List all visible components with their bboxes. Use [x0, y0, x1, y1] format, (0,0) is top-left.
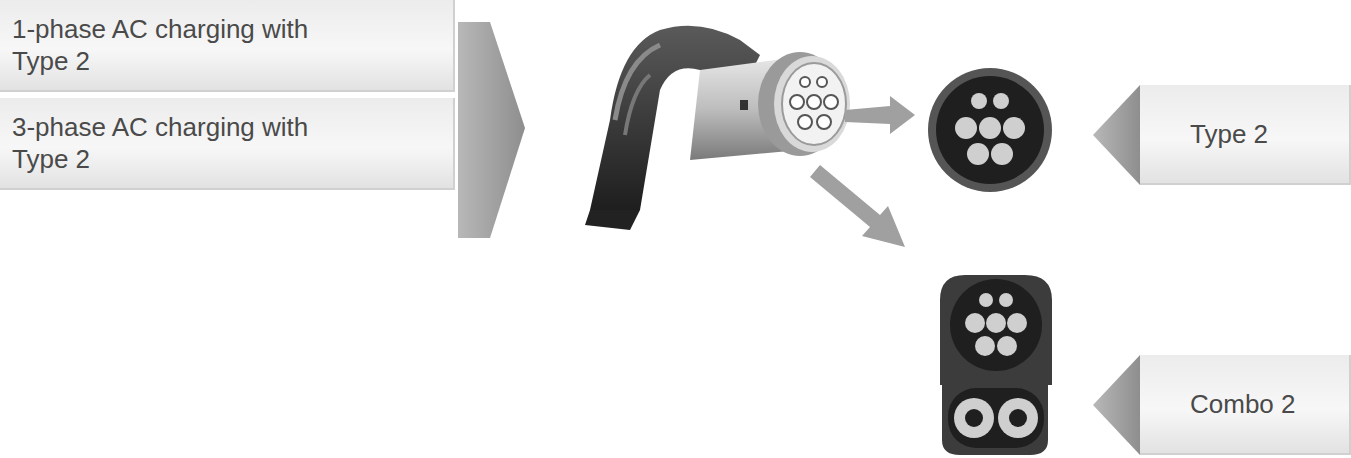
pointer-triangle — [1093, 85, 1140, 185]
label-box: 3-phase AC charging with Type 2 — [0, 98, 455, 190]
label-box: Type 2 — [1140, 85, 1351, 185]
label-box: Combo 2 — [1140, 355, 1351, 455]
combo2-socket — [940, 275, 1052, 455]
label-box: 1-phase AC charging with Type 2 — [0, 0, 455, 92]
box-label: Combo 2 — [1190, 388, 1349, 420]
chevron — [458, 22, 525, 238]
arrow-to-type2 — [845, 96, 915, 134]
type2-plug — [585, 26, 850, 230]
pointer-triangle — [1093, 355, 1140, 455]
box-label: Type 2 — [1190, 118, 1349, 150]
arrow-to-combo2 — [810, 165, 905, 247]
box-label: 3-phase AC charging with Type 2 — [12, 111, 312, 175]
type2-socket — [928, 68, 1052, 192]
box-label: 1-phase AC charging with Type 2 — [12, 13, 312, 77]
